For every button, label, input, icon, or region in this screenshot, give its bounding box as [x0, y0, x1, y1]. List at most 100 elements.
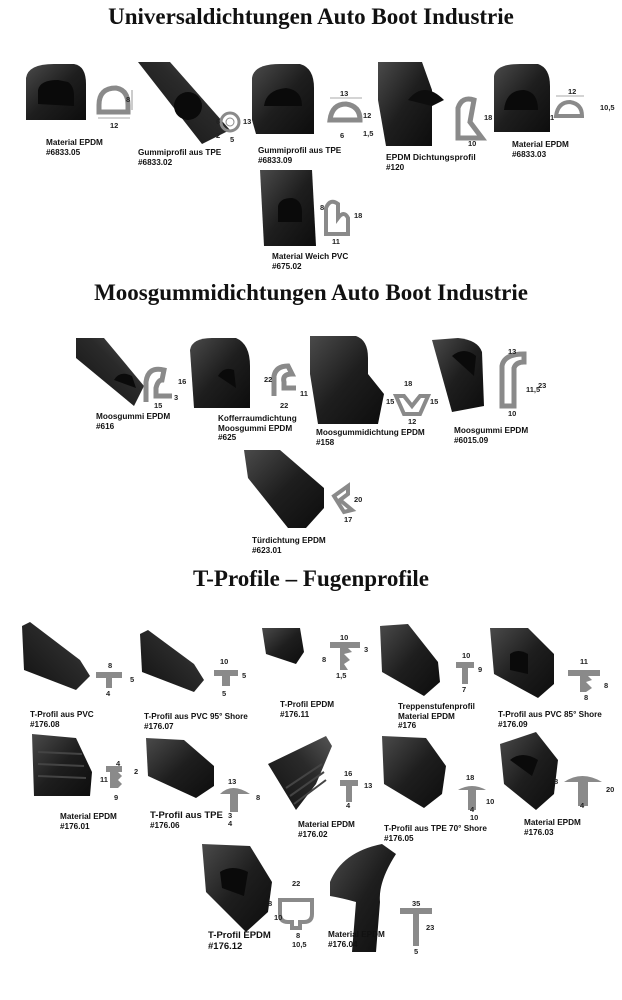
dim-label: 9: [114, 793, 119, 802]
product-6833-05: 8 12 Material EPDM#6833.05: [24, 60, 134, 157]
dim-label: 18: [466, 773, 475, 782]
product-158: 18 15 15 12 Moosgummidichtung EPDM#158: [308, 334, 440, 447]
dim-label: 5: [242, 671, 247, 680]
dim-label: 11: [100, 775, 108, 784]
dim-label: 1,5: [363, 129, 374, 138]
profile-photo: [32, 734, 122, 796]
dim-label: 11: [300, 389, 308, 398]
product-caption: Material EPDM#176.01: [60, 812, 117, 831]
product-176-09: 11 8 8 T-Profil aus PVC 85° Shore#176.09: [488, 624, 616, 730]
profile-photo: [310, 336, 432, 424]
dim-label: 8: [554, 777, 559, 786]
dim-label: 4: [228, 819, 233, 828]
profile-photo: [202, 844, 314, 932]
profile-photo: [268, 736, 358, 810]
section-title-moosgummi: Moosgummidichtungen Auto Boot Industrie: [94, 280, 528, 305]
dim-label: 17: [344, 515, 353, 524]
product-caption: T-Profil aus TPE#176.06: [150, 810, 223, 830]
product-6833-09: 13 12 1,5 6 Gummiprofil aus TPE#6833.09: [248, 60, 378, 165]
product-caption: Material EPDM#6833.05: [46, 138, 103, 157]
product-caption: Gummiprofil aus TPE#6833.09: [258, 146, 342, 165]
dim-label: 13: [340, 89, 349, 98]
profile-photo: [260, 170, 350, 246]
dim-label: 10: [274, 913, 283, 922]
product-caption: Moosgummi EPDM#616: [96, 412, 171, 431]
dim-label: 10,5: [600, 103, 615, 112]
dim-label: 1,5: [336, 671, 347, 680]
product-176-08: 8 5 4 T-Profil aus PVC#176.08: [20, 620, 140, 730]
product-176-04: 35 23 5 Material EPDM#176.04: [322, 842, 442, 956]
dim-label: 8: [126, 95, 131, 104]
dim-label: 5: [222, 689, 227, 698]
dim-label: 8: [268, 899, 273, 908]
product-623-01: 20 17 Türdichtung EPDM#623.01: [240, 448, 370, 558]
product-caption: T-Profil EPDM#176.11: [280, 700, 335, 719]
dim-label: 13: [243, 117, 252, 126]
dim-label: 4: [470, 805, 475, 814]
dim-label: 12: [110, 121, 119, 130]
product-caption: Material Weich PVC#675.02: [272, 252, 349, 271]
dim-label: 3: [364, 645, 369, 654]
dim-label: 18: [354, 211, 363, 220]
product-caption: T-Profil EPDM#176.12: [208, 930, 271, 952]
profile-photo: [146, 738, 250, 812]
profile-photo: [330, 844, 432, 952]
dim-label: 10: [340, 633, 349, 642]
product-caption: Moosgummi EPDM#6015.09: [454, 426, 529, 445]
dim-label: 1: [550, 113, 555, 122]
product-120: 18 10 EPDM Dichtungsprofil#120: [372, 60, 497, 172]
profile-photo: [382, 736, 486, 810]
profile-photo: [494, 64, 585, 132]
product-caption: Material EPDM#176.03: [524, 818, 581, 837]
dim-label: 10: [468, 139, 477, 148]
product-caption: Material EPDM#176.04: [328, 930, 385, 949]
product-176-07: 10 5 5 T-Profil aus PVC 95° Shore#176.07: [138, 628, 270, 738]
dim-label: 4: [116, 759, 121, 768]
product-caption: T-Profil aus PVC 85° Shore#176.09: [498, 710, 602, 729]
dim-label: 10: [486, 797, 495, 806]
dim-label: 8: [322, 655, 327, 664]
dim-label: 4: [580, 801, 585, 810]
dim-label: 16: [344, 769, 353, 778]
dim-label: 9: [478, 665, 483, 674]
dim-label: 15: [430, 397, 439, 406]
dim-label: 10: [470, 813, 479, 822]
dim-label: 6: [340, 131, 345, 140]
dim-label: 13: [364, 781, 373, 790]
section-title-universal: Universaldichtungen Auto Boot Industrie: [108, 4, 514, 29]
dim-label: 8: [108, 661, 113, 670]
profile-photo: [190, 338, 297, 408]
profile-photo: [378, 62, 487, 146]
product-caption: Material EPDM#176.02: [298, 820, 355, 839]
product-176-01: 4 2 11 9 Material EPDM#176.01: [30, 732, 142, 842]
product-6833-02: 6 13 2 5 Gummiprofil aus TPE#6833.02: [130, 60, 252, 167]
dim-label: 22: [280, 401, 289, 410]
dim-label: 10: [220, 657, 229, 666]
dim-label: 6: [216, 117, 221, 126]
product-176-03: 8 20 4 Material EPDM#176.03: [496, 730, 618, 840]
product-caption: T-Profil aus PVC 95° Shore#176.07: [144, 712, 248, 731]
dim-label: 5: [414, 947, 419, 956]
dim-label: 15: [154, 401, 163, 410]
product-caption: EPDM Dichtungsprofil#120: [386, 152, 476, 172]
profile-photo: [138, 62, 241, 144]
dim-label: 4: [106, 689, 111, 698]
dim-label: 16: [178, 377, 187, 386]
product-caption: Türdichtung EPDM#623.01: [252, 536, 326, 555]
dim-label: 5: [130, 675, 135, 684]
product-176-11: 10 3 8 1,5 T-Profil EPDM#176.11: [260, 624, 380, 724]
dim-label: 35: [412, 899, 421, 908]
profile-photo: [380, 624, 474, 696]
profile-photo: [76, 338, 172, 406]
product-616: 16 3 15 Moosgummi EPDM#616: [74, 336, 192, 436]
dim-label: 8: [256, 793, 261, 802]
product-176-06: 13 8 3 4 T-Profil aus TPE#176.06: [144, 736, 268, 836]
product-176-02: 16 13 4 Material EPDM#176.02: [266, 734, 384, 839]
profile-photo: [432, 338, 527, 412]
product-caption: Gummiprofil aus TPE#6833.02: [138, 148, 222, 167]
dim-label: 2: [216, 131, 221, 140]
